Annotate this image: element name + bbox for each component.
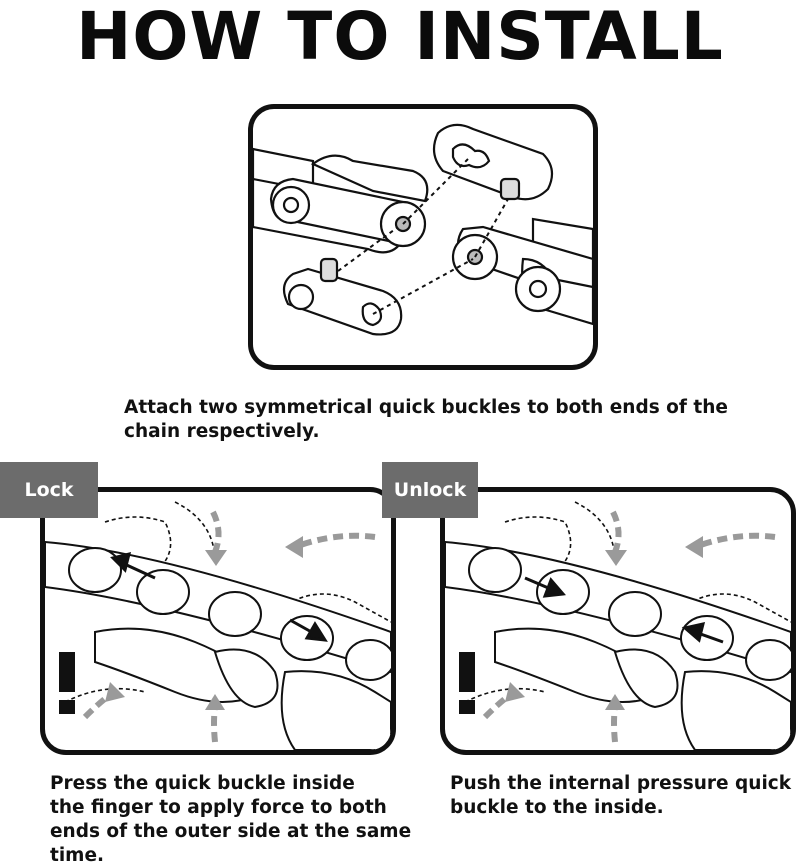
lock-caption-line: Press the quick buckle inside — [50, 773, 355, 794]
lock-caption-line: time. — [50, 845, 105, 866]
exclamation-icon — [459, 652, 475, 692]
attach-caption: Attach two symmetrical quick buckles to … — [124, 396, 728, 444]
attach-diagram-frame — [248, 104, 598, 370]
unlock-caption-line: Push the internal pressure quick — [450, 773, 792, 794]
lock-caption-line: the finger to apply force to both — [50, 797, 387, 818]
lock-diagram-frame — [40, 487, 396, 755]
hand-press-diagram — [45, 501, 391, 750]
hand-press-diagram — [445, 501, 791, 750]
unlock-caption-line: buckle to the inside. — [450, 797, 664, 818]
attach-caption-line: chain respectively. — [124, 421, 320, 442]
lock-tag: Lock — [0, 462, 98, 518]
exclamation-icon — [59, 652, 75, 692]
lock-caption-line: ends of the outer side at the same — [50, 821, 412, 842]
unlock-caption: Push the internal pressure quick buckle … — [450, 772, 791, 820]
attach-caption-line: Attach two symmetrical quick buckles to … — [124, 397, 728, 418]
arrow-icon — [605, 550, 627, 566]
page-title: HOW TO INSTALL — [76, 0, 724, 75]
unlock-tag: Unlock — [382, 462, 478, 518]
unlock-diagram-frame — [440, 487, 796, 755]
arrow-icon — [205, 550, 227, 566]
chain-link-diagram — [253, 123, 593, 336]
lock-caption: Press the quick buckle inside the finger… — [50, 772, 411, 868]
